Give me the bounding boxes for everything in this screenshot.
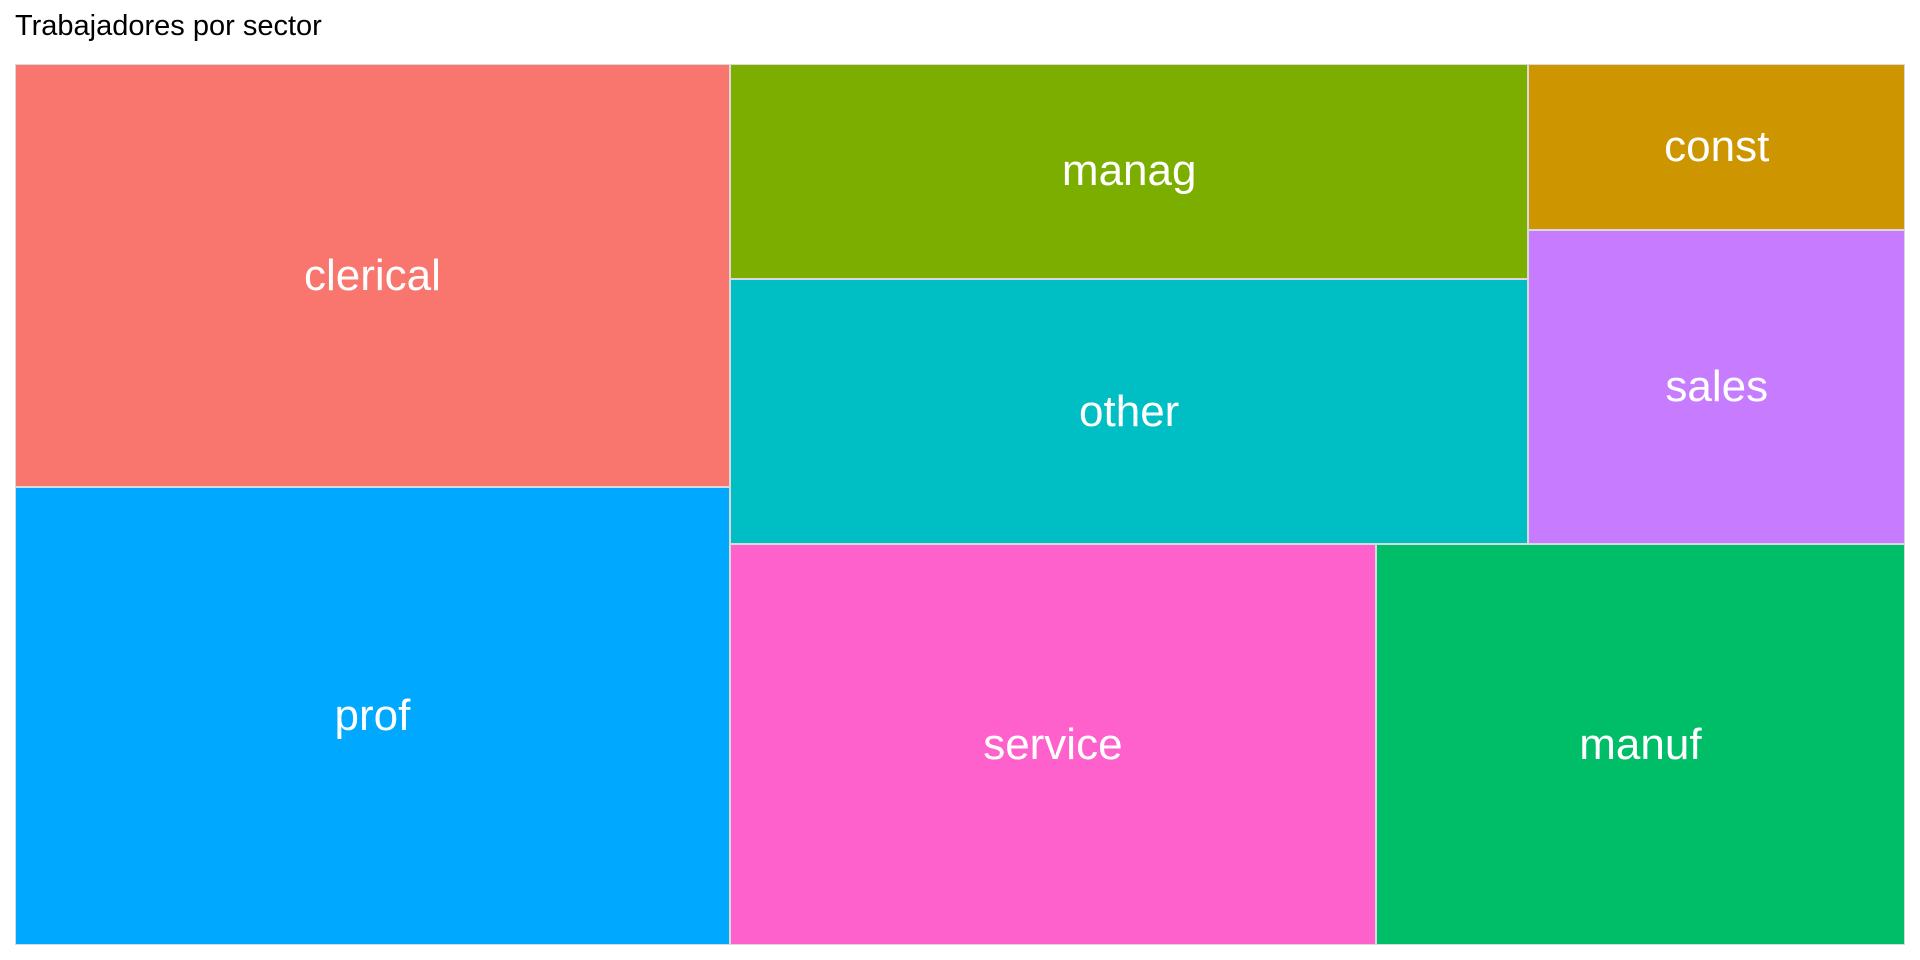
tile-label: const	[1664, 121, 1770, 171]
tile-manag: manag	[729, 64, 1529, 279]
tile-label: manuf	[1579, 719, 1702, 769]
tile-label: manag	[1061, 146, 1197, 196]
tile-label: clerical	[304, 250, 441, 300]
tile-prof: prof	[15, 487, 730, 945]
tile-manuf: manuf	[1375, 544, 1905, 945]
tile-label: prof	[334, 691, 411, 741]
tile-other: other	[729, 278, 1529, 545]
tile-label: service	[983, 719, 1123, 769]
tile-service: service	[729, 544, 1376, 945]
tile-label: sales	[1665, 361, 1769, 411]
chart-title: Trabajadores por sector	[15, 10, 322, 42]
tile-clerical: clerical	[15, 64, 730, 488]
tile-label: other	[1079, 386, 1180, 436]
treemap-plot: clerical prof manag other const sales service m…	[15, 64, 1905, 945]
tile-sales: sales	[1528, 229, 1905, 545]
tile-const: const	[1528, 64, 1905, 230]
